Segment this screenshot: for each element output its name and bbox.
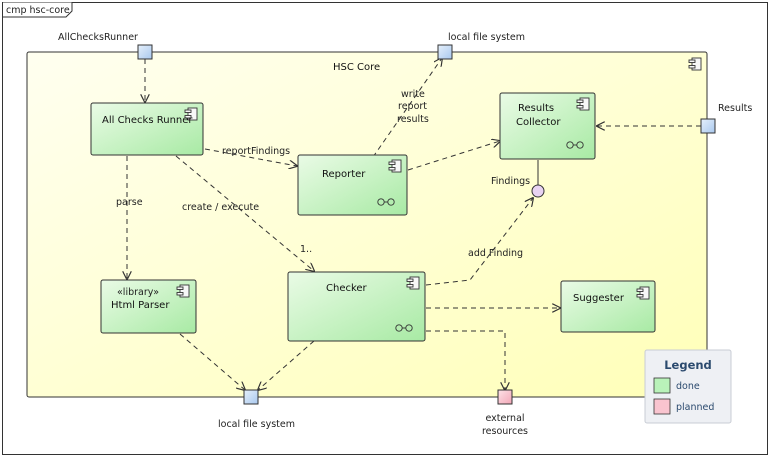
findings-interface-label: Findings [491,176,530,187]
port-external-resources-label-line1: external [485,413,524,424]
component-checker[interactable]: Checker [287,271,426,342]
component-checker-label: Checker [326,283,368,294]
component-all-checks-runner-label: All Checks Runner [102,115,193,126]
edge-label-write: write [401,89,425,100]
edge-label-parse: parse [116,197,143,208]
legend: Legend done planned [644,349,732,424]
component-suggester-label: Suggester [573,293,625,304]
legend-title: Legend [664,358,712,372]
findings-interface-circle[interactable] [531,184,545,198]
edge-checker-to-localfs [258,340,315,390]
legend-swatch-planned [653,398,671,415]
edge-label-multiplicity: 1.. [300,244,312,255]
component-results-collector-label-line2: Collector [516,117,561,128]
component-reporter-label: Reporter [322,169,366,180]
edge-runner-to-checker [175,155,314,271]
edge-reporter-to-collector [407,141,500,171]
port-all-checks-runner-label: AllChecksRunner [58,32,138,43]
edge-runner-to-reporter [204,148,297,166]
component-suggester[interactable]: Suggester [560,280,656,333]
port-local-fs-top[interactable] [437,44,453,60]
port-external-resources[interactable] [497,389,513,405]
edge-label-report-findings: reportFindings [222,146,290,157]
component-all-checks-runner[interactable]: All Checks Runner [90,102,204,156]
port-results[interactable] [700,118,716,134]
frame-title: cmp hsc-core [6,5,70,16]
port-external-resources-label-line2: resources [482,426,528,437]
component-html-parser[interactable]: «library» Html Parser [100,279,197,334]
port-local-fs-bottom[interactable] [243,389,259,405]
edge-label-report: report [398,101,427,112]
component-html-parser-label: Html Parser [111,300,170,311]
edge-label-create-execute: create / execute [182,202,259,213]
edge-label-results: results [397,114,429,125]
component-results-collector-label-line1: Results [518,103,554,114]
port-local-fs-top-label: local file system [448,32,525,43]
frame-title-tab [2,2,73,18]
component-results-collector[interactable]: Results Collector [499,92,596,160]
edge-label-add-finding: add Finding [468,248,523,259]
hsc-core-title: HSC Core [333,62,380,73]
port-all-checks-runner[interactable] [137,44,153,60]
legend-swatch-done [653,377,671,394]
legend-label-planned: planned [676,402,714,413]
port-results-label: Results [718,103,752,114]
edge-checker-to-external [426,330,505,390]
component-reporter[interactable]: Reporter [297,154,408,216]
edge-reporter-to-localfs [372,58,442,158]
port-local-fs-bottom-label: local file system [218,419,295,430]
legend-label-done: done [676,381,700,392]
component-html-parser-stereotype: «library» [117,287,159,298]
